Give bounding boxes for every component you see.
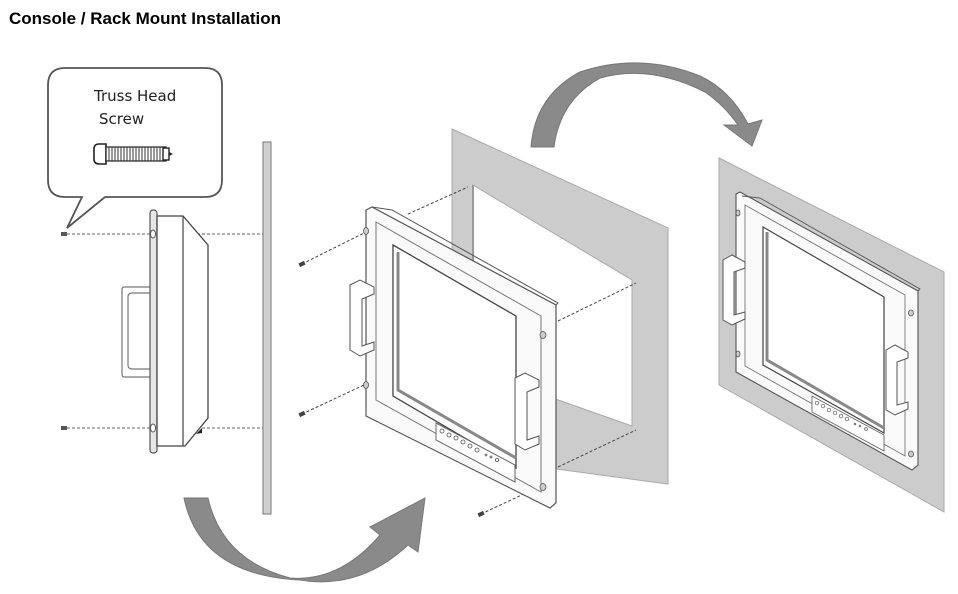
mounting-panel-edge [262, 141, 272, 515]
side-view-step [61, 141, 272, 515]
monitor-flange [149, 209, 158, 454]
control-buttons [439, 428, 499, 462]
monitor-screen-installed [762, 225, 885, 435]
handle-right-installed [885, 344, 909, 416]
screw-callout: Truss Head Screw [47, 67, 223, 229]
installed-view-step [718, 157, 945, 513]
monitor-screen [392, 243, 517, 470]
arrow-icon-bottom [183, 497, 426, 583]
exploded-view-step [298, 128, 669, 518]
page-title: Console / Rack Mount Installation [9, 9, 282, 28]
arrow-icon-top [530, 62, 763, 148]
screw-icon [93, 143, 173, 165]
screw-icon [61, 232, 67, 236]
handle-left [349, 279, 375, 357]
callout-label-line2: Screw [99, 110, 144, 128]
callout-label-line1: Truss Head [93, 87, 176, 105]
screw-icon [61, 426, 67, 430]
handle-right [514, 372, 540, 451]
handle-side [121, 286, 152, 378]
handle-left-installed [722, 254, 746, 326]
